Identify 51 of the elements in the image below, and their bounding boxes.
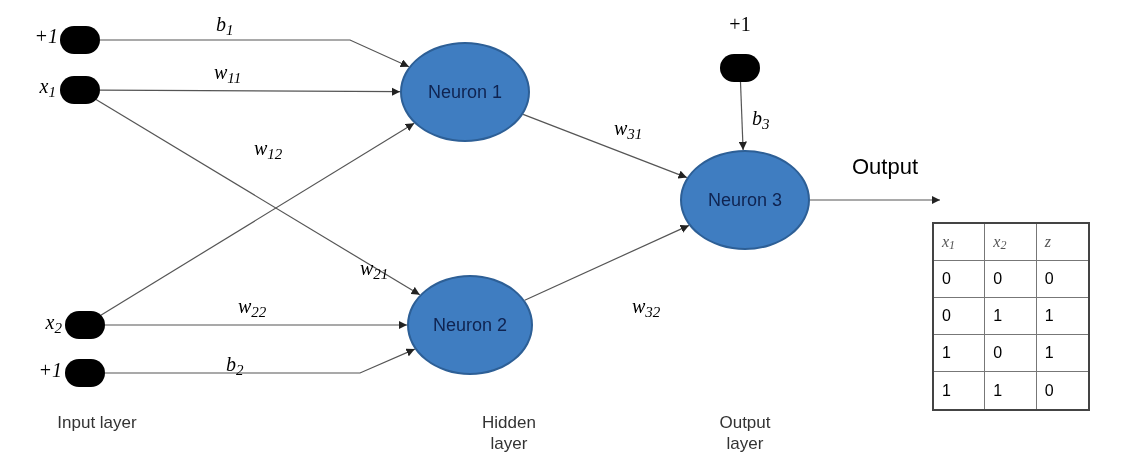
edge-label: w$_{31}$ — [614, 118, 643, 138]
edge-label: w$_{21}$ — [360, 258, 389, 278]
arrow — [522, 113, 688, 179]
table-cell: 0 — [985, 261, 1037, 298]
table-cell: 0 — [1036, 261, 1088, 298]
input-node — [65, 311, 105, 339]
input-node — [65, 359, 105, 387]
table-cell: 1 — [1036, 335, 1088, 372]
input-label: +1 — [33, 26, 58, 46]
input-label: +1 — [728, 14, 752, 34]
edge-label: w$_{12}$ — [254, 138, 283, 158]
edge-label: w$_{32}$ — [632, 296, 661, 316]
arrow — [94, 98, 421, 296]
table-cell: 0 — [934, 298, 986, 335]
neuron-label: Neuron 1 — [427, 80, 503, 104]
input-node — [60, 26, 100, 54]
edge-label: w$_{22}$ — [238, 296, 267, 316]
table-cell: x$_{1}$ — [934, 224, 986, 261]
edge-label: Output — [852, 156, 919, 178]
arrow — [99, 39, 410, 68]
table-cell-text: 0 — [1043, 380, 1055, 401]
table-cell: 0 — [985, 335, 1037, 372]
edge-label: b$_{1}$ — [216, 14, 234, 34]
input-node — [60, 76, 100, 104]
layer-label: Output layer — [718, 412, 772, 455]
arrow — [738, 81, 747, 151]
edge-label: w$_{11}$ — [214, 62, 242, 82]
table-cell: 1 — [1036, 298, 1088, 335]
table-cell: x$_{2}$ — [985, 224, 1037, 261]
input-label: x$_{1}$ — [38, 76, 56, 96]
arrow — [99, 87, 401, 96]
input-label: x$_{2}$ — [44, 312, 62, 332]
edge-label: b$_{2}$ — [226, 354, 244, 374]
arrow — [99, 122, 415, 317]
table-cell: 1 — [985, 372, 1037, 409]
layer-label: Input layer — [56, 412, 138, 434]
table-cell: z — [1036, 224, 1088, 261]
arrow — [104, 348, 416, 374]
neuron-label: Neuron 3 — [707, 188, 783, 212]
arrow — [524, 224, 690, 301]
table-cell: 0 — [934, 261, 986, 298]
arrow — [104, 320, 408, 330]
table-cell: 1 — [934, 335, 986, 372]
arrow — [809, 195, 941, 205]
layer-label: Hidden layer — [481, 412, 537, 455]
edge-label: b$_{3}$ — [752, 108, 770, 128]
neuron-label: Neuron 2 — [432, 313, 508, 337]
input-label: +1 — [37, 360, 62, 380]
table-cell: 1 — [934, 372, 986, 409]
table-cell: 1 — [985, 298, 1037, 335]
input-node — [720, 54, 760, 82]
